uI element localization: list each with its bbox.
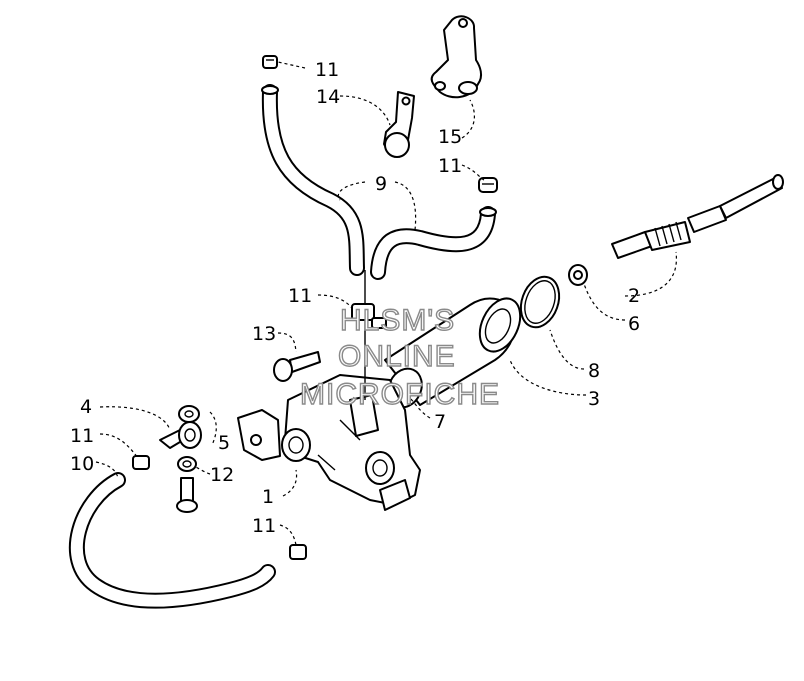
callout-11-right: 11 xyxy=(438,155,462,177)
callout-7: 7 xyxy=(434,411,446,433)
washer-6 xyxy=(568,264,588,286)
callout-6: 6 xyxy=(628,313,640,335)
callout-8: 8 xyxy=(588,360,600,382)
callout-labels: 1 2 3 4 5 6 7 8 9 10 11 11 11 11 11 12 1… xyxy=(70,59,640,537)
fitting-clamp-11 xyxy=(351,270,387,400)
oil-pump-1 xyxy=(237,374,421,511)
callout-14: 14 xyxy=(316,86,340,108)
watermark-line-3: MICROFICHE xyxy=(300,378,500,411)
callout-2: 2 xyxy=(628,285,640,307)
hose-9-right xyxy=(370,206,497,280)
bracket-15 xyxy=(430,15,483,99)
watermark-line-1: HLSM'S xyxy=(340,304,455,337)
hose-9-upper xyxy=(261,84,365,276)
clamp-11-left xyxy=(132,455,150,470)
callout-10: 10 xyxy=(70,453,94,475)
clamp-11-right xyxy=(478,177,498,193)
callout-3: 3 xyxy=(588,388,600,410)
callout-1: 1 xyxy=(262,486,274,508)
callout-4: 4 xyxy=(80,396,92,418)
callout-5: 5 xyxy=(218,432,230,454)
shaft-2 xyxy=(611,174,784,259)
callout-13: 13 xyxy=(252,323,276,345)
washer-12 xyxy=(177,456,197,472)
callout-11-mid: 11 xyxy=(288,285,312,307)
callout-9: 9 xyxy=(375,173,387,195)
callout-11-top: 11 xyxy=(315,59,339,81)
hose-10 xyxy=(68,472,276,609)
watermark: HLSM'S ONLINE MICROFICHE xyxy=(299,303,500,411)
clamp-11-bottom xyxy=(289,544,307,560)
bolt-12 xyxy=(176,477,198,513)
clamp-11-top xyxy=(262,55,278,69)
callout-11-bottom: 11 xyxy=(252,515,276,537)
callout-11-left: 11 xyxy=(70,425,94,447)
watermark-line-2: ONLINE xyxy=(338,340,456,373)
clamp-14 xyxy=(383,91,415,158)
o-ring-8 xyxy=(519,275,561,329)
leader-lines xyxy=(95,61,677,546)
callout-15: 15 xyxy=(438,126,462,148)
callout-12: 12 xyxy=(210,464,234,486)
banjo-4 xyxy=(159,421,202,449)
bolt-13 xyxy=(273,351,321,382)
washer-5 xyxy=(178,405,200,423)
